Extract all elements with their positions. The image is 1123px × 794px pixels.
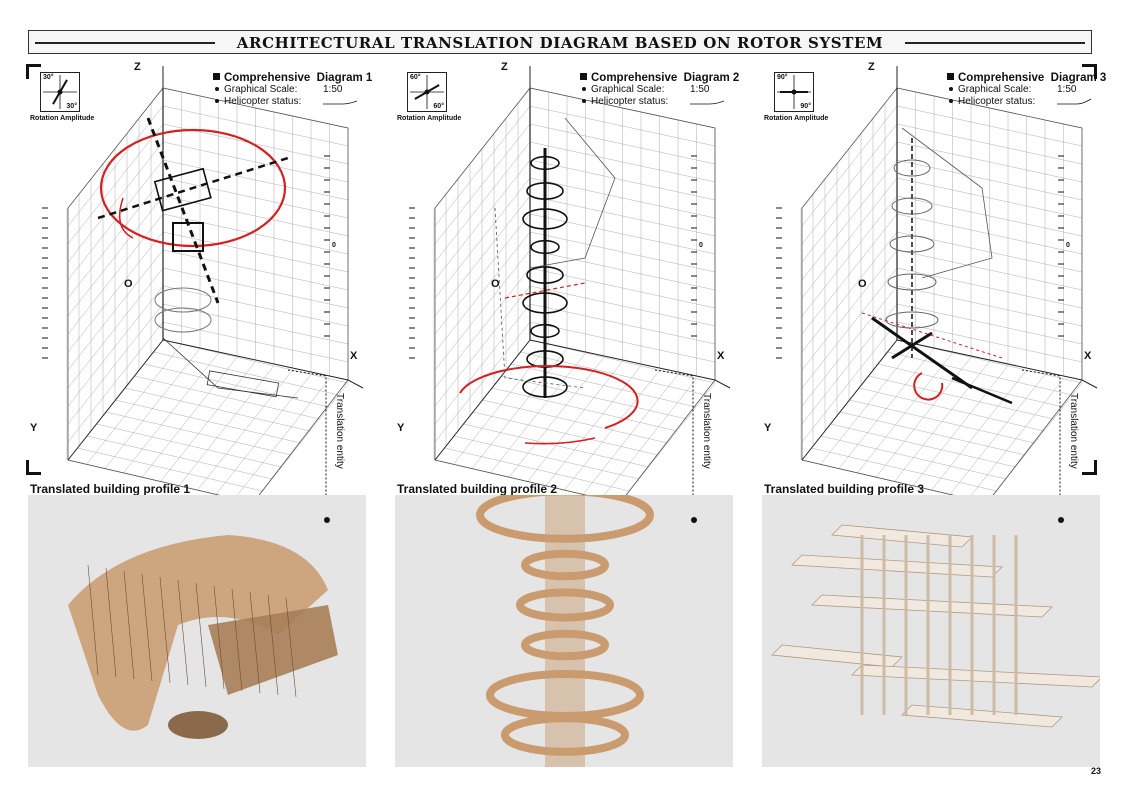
helicopter-status-label: Helicopter status: [958, 96, 1036, 107]
legend-name: Diagram [683, 72, 730, 84]
corner-bracket-bottom-right [1082, 460, 1097, 475]
rotation-amplitude-label: Rotation Amplitude [397, 115, 462, 122]
leader-dot [691, 517, 697, 523]
rotation-amplitude-icon: 30° 30° [40, 72, 80, 112]
corner-bracket-top-right [1082, 64, 1097, 79]
angle-a: 30° [43, 74, 54, 81]
diagram-panel-1: 30° 30° Rotation Amplitude Comprehensive… [28, 58, 388, 773]
angle-a: 60° [410, 74, 421, 81]
graphical-scale-label: Graphical Scale: [591, 84, 665, 95]
title-rule-left [35, 42, 215, 44]
origin-label: O [858, 278, 867, 290]
graphical-scale-label: Graphical Scale: [958, 84, 1032, 95]
legend-name: Diagram [1050, 72, 1097, 84]
zero-label: 0 [332, 242, 336, 249]
legend-heading: Comprehensive [958, 72, 1045, 84]
angle-b: 30° [66, 103, 77, 110]
translation-entity-label: Translation entity [1068, 393, 1079, 469]
corner-bracket-bottom-left [26, 460, 41, 475]
helicopter-status-label: Helicopter status: [591, 96, 669, 107]
legend-number: 2 [732, 72, 740, 84]
origin-label: O [491, 278, 500, 290]
leader-dot [324, 517, 330, 523]
zero-label: 0 [1066, 242, 1070, 249]
diagram-panel-3: 90° 90° Rotation Amplitude Comprehensive… [762, 58, 1122, 773]
building-render-1 [28, 495, 366, 767]
helicopter-status-label: Helicopter status: [224, 96, 302, 107]
rotation-amplitude-icon: 60° 60° [407, 72, 447, 112]
graphical-scale-value: 1:50 [323, 84, 343, 95]
helicopter-status-icon [690, 100, 724, 105]
building-render-3 [762, 495, 1103, 767]
diagram-legend: Comprehensive Diagram 3 Graphical Scale:… [947, 72, 1106, 108]
diagram-legend: Comprehensive Diagram 2 Graphical Scale:… [580, 72, 739, 108]
legend-heading: Comprehensive [591, 72, 678, 84]
legend-number: 3 [1099, 72, 1107, 84]
axis-y-label: Y [30, 422, 38, 434]
angle-b: 90° [800, 103, 811, 110]
profile-label: Translated building profile 3 [764, 482, 925, 496]
translation-entity-label: Translation entity [701, 393, 712, 469]
axis-z-label: Z [134, 61, 141, 73]
graphical-scale-value: 1:50 [690, 84, 710, 95]
axis-z-label: Z [868, 61, 875, 73]
axonometric-diagram-3 [776, 66, 1098, 520]
angle-a: 90° [777, 74, 788, 81]
zero-label: 0 [699, 242, 703, 249]
helicopter-status-icon [323, 100, 357, 105]
origin-label: O [124, 278, 133, 290]
diagram-panel-2: 60° 60° Rotation Amplitude Comprehensive… [395, 58, 755, 773]
graphical-scale-value: 1:50 [1057, 84, 1077, 95]
axis-z-label: Z [501, 61, 508, 73]
title-rule-right [905, 42, 1085, 44]
axis-x-label: X [717, 350, 725, 362]
graphical-scale-label: Graphical Scale: [224, 84, 298, 95]
axis-y-label: Y [397, 422, 405, 434]
legend-number: 1 [365, 72, 373, 84]
building-render-2 [395, 487, 733, 767]
axis-y-label: Y [764, 422, 772, 434]
profile-label: Translated building profile 2 [397, 482, 558, 496]
axonometric-diagram-1 [42, 66, 364, 520]
title-bar: ARCHITECTURAL TRANSLATION DIAGRAM BASED … [28, 30, 1092, 54]
angle-b: 60° [433, 103, 444, 110]
corner-bracket-top-left [26, 64, 41, 79]
rotation-amplitude-label: Rotation Amplitude [30, 115, 95, 122]
diagram-legend: Comprehensive Diagram 1 Graphical Scale:… [213, 72, 372, 108]
leader-dot [1058, 517, 1064, 523]
axis-x-label: X [1084, 350, 1092, 362]
profile-label: Translated building profile 1 [30, 482, 191, 496]
axis-x-label: X [350, 350, 358, 362]
translation-entity-label: Translation entity [334, 393, 345, 469]
axonometric-diagram-2 [409, 66, 731, 520]
helicopter-status-icon [1057, 98, 1091, 105]
rotation-amplitude-icon: 90° 90° [774, 72, 814, 112]
page-number: 23 [1090, 766, 1101, 776]
rotation-amplitude-label: Rotation Amplitude [764, 115, 829, 122]
legend-name: Diagram [316, 72, 363, 84]
legend-heading: Comprehensive [224, 72, 311, 84]
page-title: ARCHITECTURAL TRANSLATION DIAGRAM BASED … [230, 34, 890, 52]
